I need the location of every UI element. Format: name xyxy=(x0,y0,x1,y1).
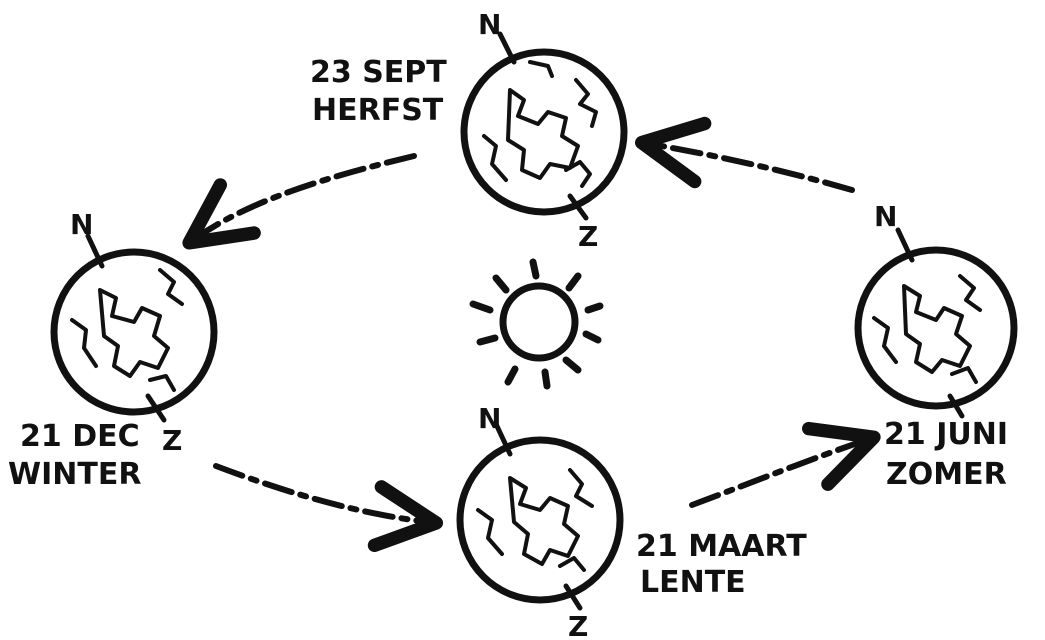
lente-date-label: 21 MAART xyxy=(636,529,807,564)
earth-winter: N Z 21 DEC WINTER xyxy=(8,208,214,492)
sun-icon xyxy=(473,262,600,386)
herfst-north-label: N xyxy=(478,8,501,41)
zomer-date-label: 21 JUNI xyxy=(884,417,1008,452)
arrow-zomer-to-herfst xyxy=(650,144,852,190)
herfst-south-label: Z xyxy=(578,220,598,253)
winter-north-label: N xyxy=(70,208,93,241)
earth-zomer: N 21 JUNI ZOMER xyxy=(858,200,1014,492)
arrow-lente-to-zomer xyxy=(692,440,866,505)
lente-season-label: LENTE xyxy=(640,565,746,600)
orbit-arrows xyxy=(196,144,866,522)
earth-herfst: N Z 23 SEPT HERFST xyxy=(310,8,624,253)
globe-winter-icon xyxy=(54,236,214,420)
globe-lente-icon xyxy=(460,424,620,608)
winter-date-label: 21 DEC xyxy=(20,419,140,454)
winter-season-label: WINTER xyxy=(8,457,141,492)
globe-herfst-icon xyxy=(464,34,624,218)
globe-zomer-icon xyxy=(858,230,1014,416)
lente-south-label: Z xyxy=(568,610,588,640)
herfst-date-label: 23 SEPT xyxy=(310,55,447,90)
zomer-north-label: N xyxy=(874,200,897,233)
earth-lente: N Z 21 MAART LENTE xyxy=(460,402,807,640)
winter-south-label: Z xyxy=(162,424,182,457)
herfst-season-label: HERFST xyxy=(312,93,444,128)
zomer-season-label: ZOMER xyxy=(886,457,1007,492)
arrow-winter-to-lente xyxy=(216,466,428,522)
lente-north-label: N xyxy=(478,402,501,435)
arrow-herfst-to-winter xyxy=(196,156,414,238)
